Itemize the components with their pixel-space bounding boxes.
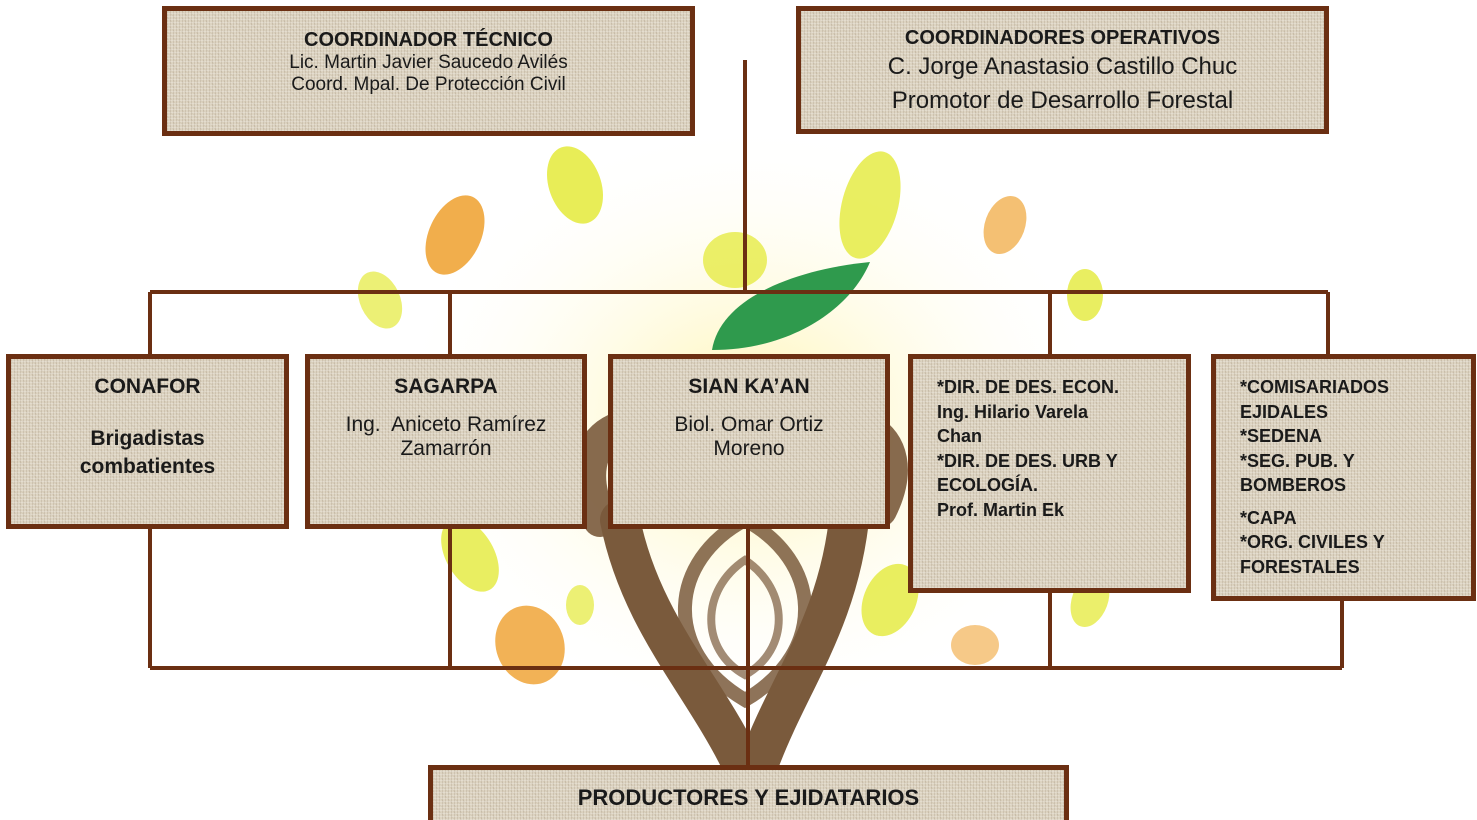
sagarpa-line2: Zamarrón	[400, 437, 492, 460]
otros-line: *CAPA	[1240, 507, 1297, 528]
coordinators-operative-title: COORDINADORES OPERATIVOS	[904, 27, 1221, 49]
leaves	[357, 146, 1110, 685]
coordinator-technical-box: COORDINADOR TÉCNICO Lic. Martin Javier S…	[162, 6, 695, 136]
leaf	[566, 585, 594, 625]
direcciones-line: *DIR. DE DES. ECON.	[937, 377, 1120, 397]
conafor-title: CONAFOR	[94, 375, 201, 398]
leaf	[1067, 269, 1103, 321]
otros-line: *SEG. PUB. Y	[1240, 450, 1355, 471]
direcciones-line: Prof. Martin Ek	[937, 499, 1065, 520]
connectors	[148, 60, 1344, 767]
leaf	[546, 146, 604, 224]
otros-box: *COMISARIADOS EJIDALES *SEDENA *SEG. PUB…	[1211, 354, 1476, 601]
coordinators-operative-box: COORDINADORES OPERATIVOS C. Jorge Anasta…	[796, 6, 1329, 134]
conafor-box: CONAFOR Brigadistas combatientes	[6, 354, 289, 529]
leaf	[983, 195, 1027, 255]
direcciones-line: Ing. Hilario Varela	[937, 401, 1089, 422]
leaf	[357, 271, 403, 329]
sian-kaan-line2: Moreno	[713, 437, 785, 460]
coordinator-technical-title: COORDINADOR TÉCNICO	[304, 29, 553, 51]
direcciones-line: *DIR. DE DES. URB Y	[937, 450, 1118, 471]
coordinators-operative-name: C. Jorge Anastasio Castillo Chuc	[887, 53, 1238, 80]
direcciones-line: ECOLOGÍA.	[937, 475, 1039, 495]
leaf	[495, 605, 565, 685]
coordinators-operative-role: Promotor de Desarrollo Forestal	[891, 87, 1234, 114]
otros-line: *COMISARIADOS	[1240, 377, 1390, 397]
coordinator-technical-name: Lic. Martin Javier Saucedo Avilés	[289, 52, 568, 73]
coordinator-technical-role: Coord. Mpal. De Protección Civil	[291, 74, 566, 95]
leaf	[712, 262, 870, 350]
leaf	[951, 625, 999, 665]
sagarpa-line1: Ing. Aniceto Ramírez	[345, 413, 547, 436]
sian-kaan-box: SIAN KA’AN Biol. Omar Ortiz Moreno	[608, 354, 890, 529]
leaf	[425, 195, 485, 275]
leaf	[703, 232, 767, 288]
otros-line: *ORG. CIVILES Y	[1240, 532, 1385, 552]
otros-line: FORESTALES	[1240, 556, 1360, 577]
direcciones-box: *DIR. DE DES. ECON. Ing. Hilario Varela …	[908, 354, 1191, 593]
direcciones-line: Chan	[937, 426, 982, 446]
conafor-line2: combatientes	[79, 455, 216, 478]
otros-line: *SEDENA	[1240, 426, 1323, 446]
productores-title: PRODUCTORES Y EJIDATARIOS	[577, 785, 920, 810]
leaf	[861, 563, 919, 637]
sian-kaan-title: SIAN KA’AN	[688, 375, 810, 398]
otros-line: BOMBEROS	[1240, 475, 1347, 495]
conafor-line1: Brigadistas	[90, 427, 205, 450]
sagarpa-box: SAGARPA Ing. Aniceto Ramírez Zamarrón	[305, 354, 587, 529]
sagarpa-title: SAGARPA	[394, 375, 498, 398]
otros-line: EJIDALES	[1240, 401, 1329, 422]
leaf	[839, 151, 901, 259]
productores-box: PRODUCTORES Y EJIDATARIOS	[428, 765, 1069, 820]
sian-kaan-line1: Biol. Omar Ortiz	[674, 413, 824, 436]
leaf	[441, 518, 499, 592]
